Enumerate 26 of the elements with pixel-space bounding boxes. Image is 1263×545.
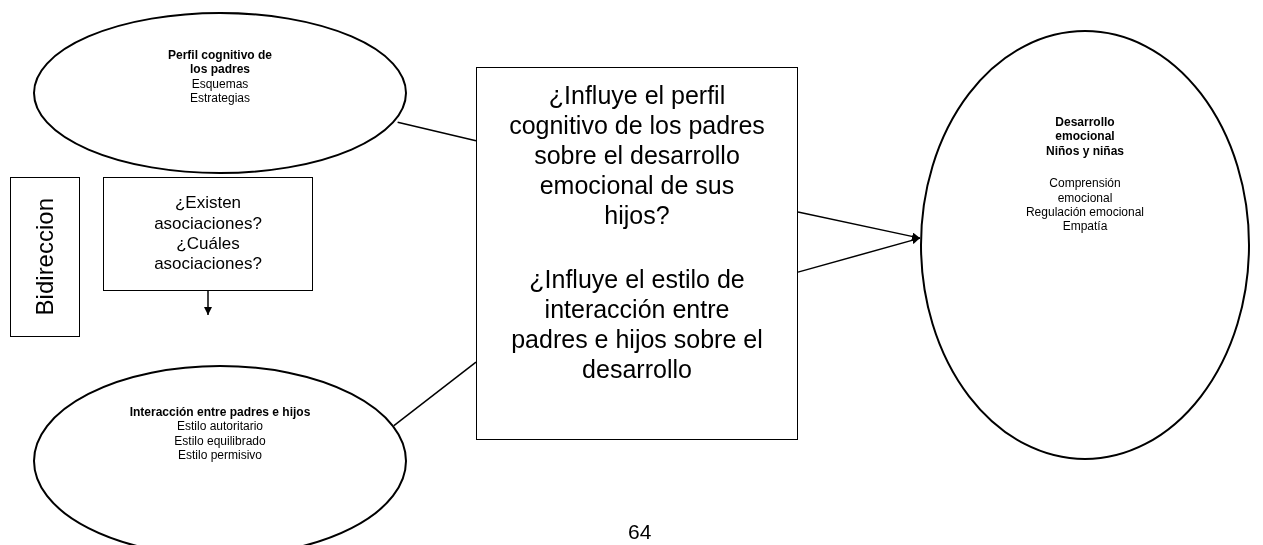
- text-box: [476, 67, 798, 440]
- node-label: Bidireccion: [33, 198, 57, 316]
- text-box: [103, 177, 313, 291]
- node-label: ¿Influye el perfil cognitivo de los padres sobre el desarrollo emocional de sus hijos?: [508, 80, 766, 230]
- node-label: Estilo autoritario: [176, 419, 263, 434]
- ellipse-node: [33, 12, 407, 174]
- page-number: 64: [628, 520, 652, 544]
- text-box: [10, 177, 80, 337]
- node-label: Estrategias: [190, 91, 250, 106]
- node-label: Comprensión emocional: [1048, 176, 1122, 205]
- arrow: [797, 211, 921, 241]
- node-label: ¿Existen asociaciones? ¿Cuáles asociaciones?: [153, 193, 263, 275]
- connector-line: [393, 361, 477, 427]
- node-label: Regulación emocional: [1025, 204, 1145, 220]
- arrow: [797, 236, 921, 273]
- node-label: Esquemas: [191, 76, 249, 92]
- node-label: Estilo equilibrado: [174, 433, 266, 449]
- node-heading: Perfil cognitivo de los padres: [167, 48, 273, 77]
- ellipse-node: [920, 30, 1250, 460]
- connector-line: [396, 121, 477, 142]
- node-label: ¿Influye el estilo de interacción entre padres e hijos sobre el desarrollo: [510, 264, 764, 384]
- node-heading: Interacción entre padres e hijos: [129, 405, 311, 420]
- arrow: [204, 290, 212, 316]
- node-heading: Desarrollo emocional Niños y niñas: [1045, 115, 1125, 159]
- node-label: Estilo permisivo: [178, 448, 262, 463]
- node-label: Empatía: [1062, 219, 1108, 234]
